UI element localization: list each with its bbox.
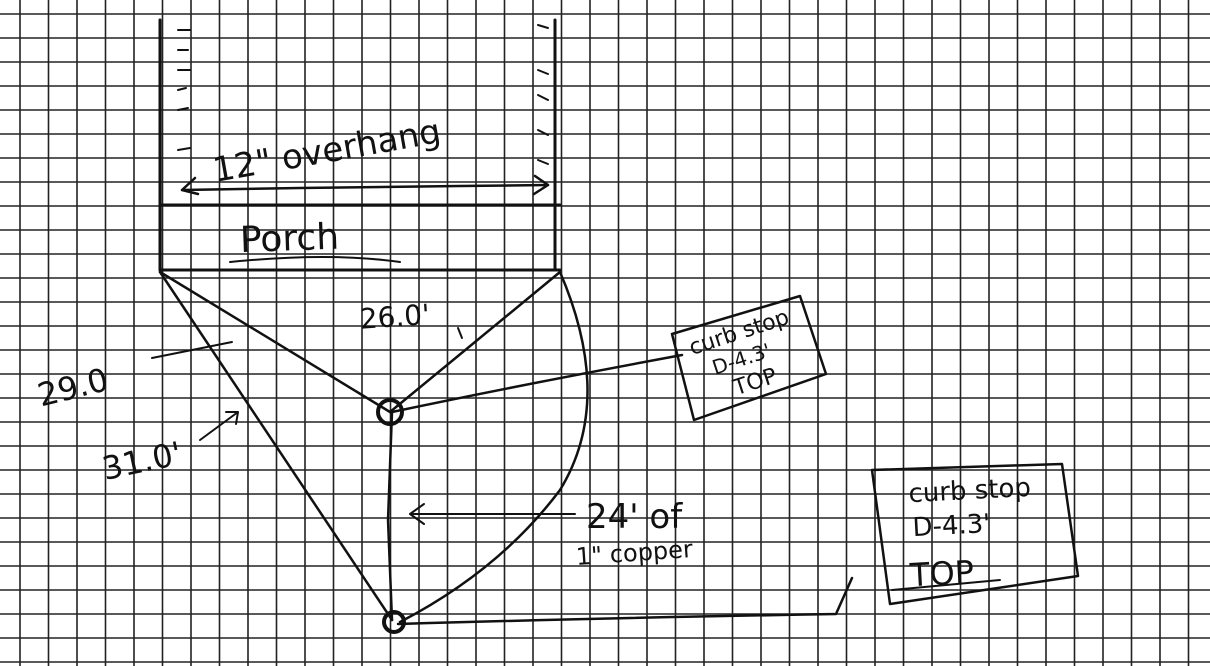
curb-stop-2-line2: D-4.3' xyxy=(912,509,991,543)
porch-underline xyxy=(229,256,401,263)
dimension-left-upper: 29.0 xyxy=(34,360,112,414)
overhang-ticks xyxy=(177,24,549,165)
curb-stop-box-1: curb stop D-4.3' TOP xyxy=(670,294,828,422)
pipe-lines xyxy=(158,270,854,626)
porch-label: Porch xyxy=(239,217,339,261)
dimension-left-lower: 31.0' xyxy=(99,434,185,488)
curb-stop-node-lower xyxy=(382,610,406,634)
dimension-leaders xyxy=(151,327,576,525)
overhang-label: 12" overhang xyxy=(210,111,444,190)
pipe-label-line1: 24' of xyxy=(586,497,683,537)
curb-stop-node-upper xyxy=(376,398,404,426)
dimension-top: 26.0' xyxy=(359,298,431,336)
overhang-arrow xyxy=(180,174,550,196)
curb-stop-box-2: curb stop D-4.3' TOP xyxy=(870,462,1080,606)
house-outline xyxy=(158,18,562,272)
curb-stop-2-line1: curb stop xyxy=(908,473,1032,509)
